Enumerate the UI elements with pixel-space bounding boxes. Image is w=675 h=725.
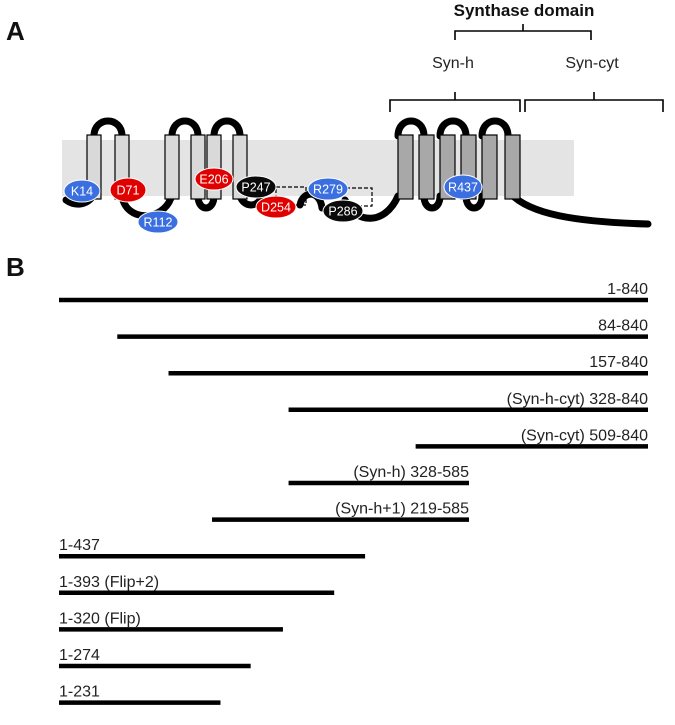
construct-label: (Syn-h-cyt) 328-840	[507, 391, 648, 408]
construct-label: (Syn-h) 328-585	[353, 464, 469, 481]
synthase-domain-bracket	[454, 24, 592, 40]
construct-1-320-flip: 1-320 (Flip)	[59, 610, 283, 632]
residue-label: R279	[313, 183, 343, 197]
residue-label: D71	[117, 184, 140, 198]
residue-marker	[443, 174, 483, 200]
panel-a-label: A	[6, 16, 25, 46]
residue-marker	[63, 179, 101, 203]
residue-marker	[322, 199, 364, 223]
residue-marker	[109, 177, 147, 203]
residue-p286: P286	[322, 199, 364, 223]
residue-marker	[194, 167, 234, 191]
residue-label: R437	[448, 181, 478, 195]
residue-r112: R112	[137, 210, 179, 234]
construct-157-840: 157-840	[168, 354, 648, 376]
construct-syn-h-1-219-585: (Syn-h+1) 219-585	[212, 501, 469, 522]
construct-syn-h-cyt-328-840: (Syn-h-cyt) 328-840	[288, 391, 648, 413]
panel-b-label: B	[6, 252, 25, 282]
construct-label: 1-320 (Flip)	[59, 610, 141, 627]
residue-label: R112	[144, 216, 173, 230]
construct-1-393-flip-2: 1-393 (Flip+2)	[59, 574, 335, 596]
residue-d71: D71	[109, 177, 147, 203]
construct-syn-cyt-509-840: (Syn-cyt) 509-840	[415, 427, 648, 449]
residue-label: K14	[71, 185, 93, 199]
residue-marker	[137, 210, 179, 234]
residue-marker	[307, 177, 349, 201]
residue-label: D254	[261, 201, 291, 215]
construct-label: 1-393 (Flip+2)	[59, 574, 159, 591]
residue-d254: D254	[255, 195, 297, 219]
construct-label: 1-437	[59, 537, 100, 554]
residue-marker	[235, 175, 277, 199]
construct-list: 1-840 84-840 157-840 (Syn-h-cyt) 328-840 (Sy…	[59, 281, 648, 705]
construct-label: 1-840	[607, 281, 648, 298]
construct-1-840: 1-840	[59, 281, 648, 303]
construct-label: 1-274	[59, 647, 100, 664]
synthase-domain-title: Synthase domain	[454, 1, 595, 20]
syn-h-label: Syn-h	[432, 55, 474, 72]
construct-1-437: 1-437	[59, 537, 366, 559]
residue-k14: K14	[63, 179, 101, 203]
residue-r437: R437	[443, 174, 483, 200]
residue-label: E206	[199, 173, 228, 187]
construct-label: (Syn-cyt) 509-840	[521, 427, 648, 444]
construct-label: 1-231	[59, 684, 100, 701]
construct-1-274: 1-274	[59, 647, 251, 669]
residue-e206: E206	[194, 167, 234, 191]
construct-label: 84-840	[598, 318, 648, 335]
residue-label: P286	[328, 205, 357, 219]
construct-1-231: 1-231	[59, 684, 221, 705]
construct-syn-h-328-585: (Syn-h) 328-585	[288, 464, 469, 486]
syn-cyt-bracket	[524, 92, 664, 112]
syn-h-bracket	[389, 92, 521, 112]
residue-r279: R279	[307, 177, 349, 201]
construct-84-840: 84-840	[117, 318, 648, 339]
residue-label: P247	[241, 181, 270, 195]
syn-cyt-label: Syn-cyt	[565, 55, 619, 72]
construct-label: 157-840	[589, 354, 648, 371]
residue-p247: P247	[235, 175, 277, 199]
residue-marker	[255, 195, 297, 219]
construct-label: (Syn-h+1) 219-585	[335, 501, 469, 518]
